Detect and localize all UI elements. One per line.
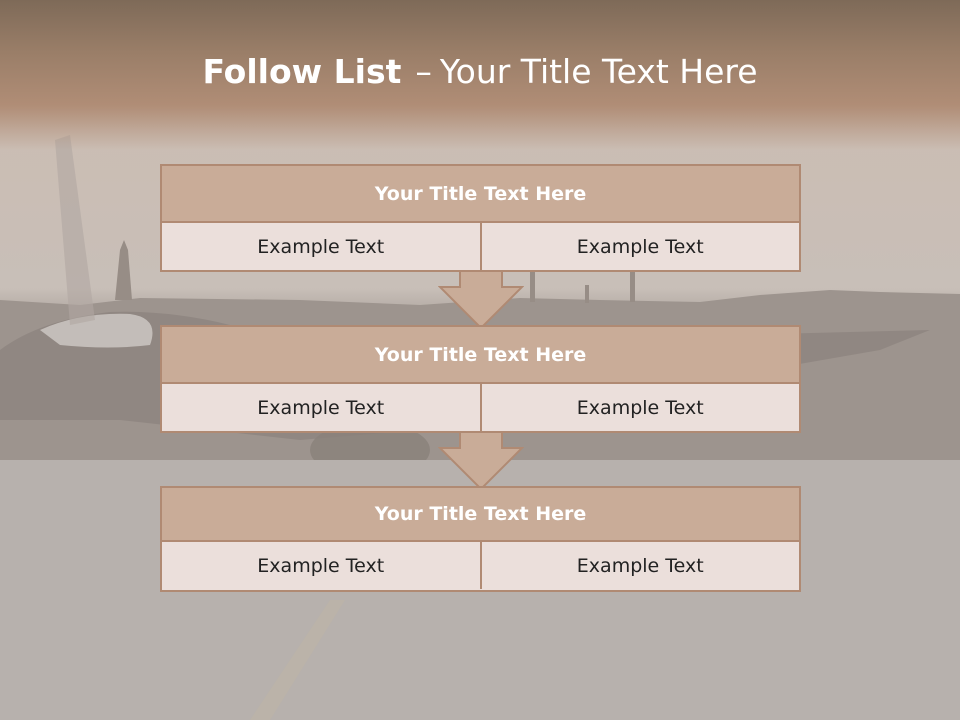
block-row: Example Text Example Text <box>162 223 799 270</box>
block-cell-left: Example Text <box>162 384 480 431</box>
title-bold: Follow List <box>202 52 402 91</box>
block-row: Example Text Example Text <box>162 384 799 431</box>
block-cell-right: Example Text <box>479 223 799 270</box>
block-cell-right: Example Text <box>479 384 799 431</box>
block-cell-right: Example Text <box>479 542 799 589</box>
down-arrow-icon <box>438 270 524 330</box>
block-title: Your Title Text Here <box>162 166 799 223</box>
title-separator: – <box>415 52 432 91</box>
slide-title: Follow List–Your Title Text Here <box>0 52 960 91</box>
block-cell-left: Example Text <box>162 542 480 589</box>
block-title: Your Title Text Here <box>162 327 799 384</box>
header-band <box>0 0 960 150</box>
title-rest: Your Title Text Here <box>439 52 758 91</box>
list-block-3: Your Title Text Here Example Text Exampl… <box>160 486 801 592</box>
down-arrow-icon <box>438 431 524 491</box>
block-row: Example Text Example Text <box>162 542 799 589</box>
block-title: Your Title Text Here <box>162 488 799 542</box>
list-block-2: Your Title Text Here Example Text Exampl… <box>160 325 801 433</box>
block-cell-left: Example Text <box>162 223 480 270</box>
list-block-1: Your Title Text Here Example Text Exampl… <box>160 164 801 272</box>
